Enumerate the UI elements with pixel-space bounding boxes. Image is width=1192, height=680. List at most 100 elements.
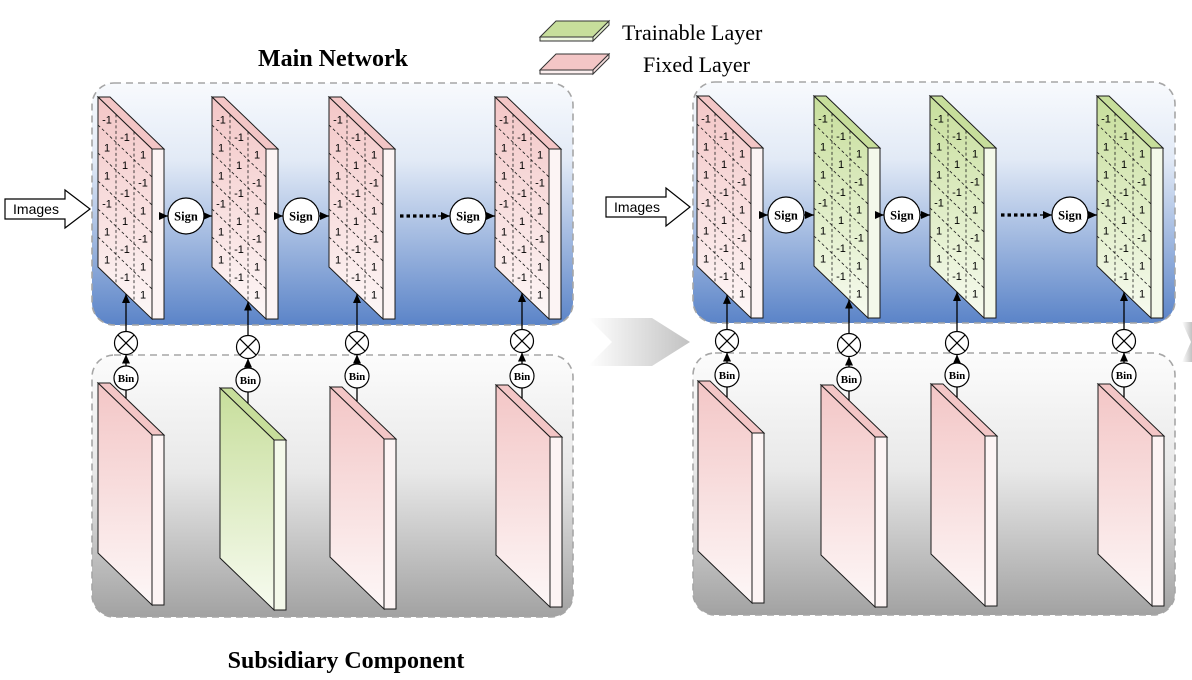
weight-grid-line xyxy=(494,152,550,206)
layer-side-face xyxy=(265,148,279,320)
weight-value: 1 xyxy=(936,226,942,238)
multiply-cross-line xyxy=(1115,332,1133,350)
weight-grid-line xyxy=(328,180,384,234)
weight-value: -1 xyxy=(252,233,262,245)
weight-value: 1 xyxy=(519,216,525,228)
sign-node-label: Sign xyxy=(174,210,198,224)
weight-value: -1 xyxy=(535,177,545,189)
multiply-cross-line xyxy=(348,334,366,352)
weight-grid-line xyxy=(97,236,153,290)
weight-value: -1 xyxy=(737,176,747,188)
sign-node-circle xyxy=(1051,196,1089,234)
weight-value: 1 xyxy=(739,148,745,160)
weight-value: 1 xyxy=(1139,260,1145,272)
weight-grid-line xyxy=(97,152,153,206)
layer-side-face xyxy=(874,436,888,608)
weight-grid-line xyxy=(696,151,752,205)
weight-value: -1 xyxy=(970,232,980,244)
sign-node: Sign xyxy=(1051,196,1089,234)
weight-value: 1 xyxy=(519,160,525,172)
weight-value: -1 xyxy=(836,243,846,255)
weight-grid-line xyxy=(494,124,550,178)
weight-grid-line xyxy=(813,151,869,205)
multiply-icon xyxy=(1111,328,1137,354)
bin-node-label: Bin xyxy=(514,371,531,383)
weight-value: 1 xyxy=(501,255,507,267)
weight-grid-line xyxy=(696,179,752,233)
input-arrow-shape xyxy=(605,186,691,228)
weight-value: -1 xyxy=(120,132,130,144)
weight-grid-line xyxy=(97,180,153,234)
weight-value: -1 xyxy=(701,114,711,126)
bin-node-label: Bin xyxy=(240,375,257,387)
sign-node: Sign xyxy=(883,196,921,234)
weight-value: 1 xyxy=(371,149,377,161)
legend-fixed-swatch xyxy=(538,52,611,76)
weight-value: 1 xyxy=(972,288,978,300)
weight-grid-line xyxy=(494,208,550,262)
multiply-cross-line xyxy=(840,336,858,354)
sign-node-circle xyxy=(767,196,805,234)
weight-value: -1 xyxy=(1137,232,1147,244)
sign-node-label: Sign xyxy=(890,209,914,223)
layer-side-face xyxy=(984,435,998,607)
weight-value: 1 xyxy=(721,159,727,171)
weight-value: -1 xyxy=(934,114,944,126)
weight-value: 1 xyxy=(972,148,978,160)
swatch-side-face xyxy=(592,52,610,76)
weight-value: -1 xyxy=(102,199,112,211)
weight-value: 1 xyxy=(954,215,960,227)
images-label: Images xyxy=(614,199,660,215)
weight-value: 1 xyxy=(1103,142,1109,154)
weight-value: 1 xyxy=(936,142,942,154)
weight-value: 1 xyxy=(353,216,359,228)
weight-value: -1 xyxy=(719,243,729,255)
weight-value: -1 xyxy=(120,188,130,200)
multiply-cross-line xyxy=(513,332,531,350)
weight-value: -1 xyxy=(854,176,864,188)
sign-node-label: Sign xyxy=(774,209,798,223)
panel-layers: -1-1111-11-11-11-11-111-11-1-1111-11-11-… xyxy=(96,95,564,612)
weight-value: -1 xyxy=(1119,243,1129,255)
weight-value: -1 xyxy=(836,271,846,283)
weight-value: 1 xyxy=(856,204,862,216)
weight-value: 1 xyxy=(820,254,826,266)
sign-node-circle xyxy=(282,197,320,235)
weight-grid-line xyxy=(494,180,550,234)
weight-value: -1 xyxy=(1119,187,1129,199)
weight-value: -1 xyxy=(719,271,729,283)
weight-value: -1 xyxy=(818,198,828,210)
weight-value: 1 xyxy=(122,160,128,172)
sign-node-circle xyxy=(883,196,921,234)
subsidiary-layer-fixed xyxy=(494,383,564,609)
weight-value: -1 xyxy=(234,188,244,200)
legend: Trainable Layer Fixed Layer xyxy=(538,19,763,77)
legend-fixed-label: Fixed Layer xyxy=(643,52,751,77)
weight-grid-line xyxy=(494,236,550,290)
weight-value: 1 xyxy=(335,227,341,239)
subsidiary-layer-fixed xyxy=(929,382,999,608)
weight-value: 1 xyxy=(335,171,341,183)
multiply-cross-line xyxy=(718,332,736,350)
weight-grid-line xyxy=(929,207,985,261)
weight-value: 1 xyxy=(104,143,110,155)
layer-side-face xyxy=(867,147,881,319)
bin-node-label: Bin xyxy=(949,370,966,382)
weight-grid xyxy=(97,114,153,302)
weight-value: 1 xyxy=(1139,148,1145,160)
weight-value: 1 xyxy=(820,142,826,154)
weight-value: -1 xyxy=(737,232,747,244)
sign-node-label: Sign xyxy=(1058,209,1082,223)
sign-node-circle xyxy=(449,197,487,235)
bin-node-circle xyxy=(1111,362,1137,388)
weight-value: 1 xyxy=(703,142,709,154)
weight-grid-line xyxy=(696,123,752,177)
weight-value: -1 xyxy=(138,233,148,245)
sign-node: Sign xyxy=(449,197,487,235)
weight-value: 1 xyxy=(1121,159,1127,171)
